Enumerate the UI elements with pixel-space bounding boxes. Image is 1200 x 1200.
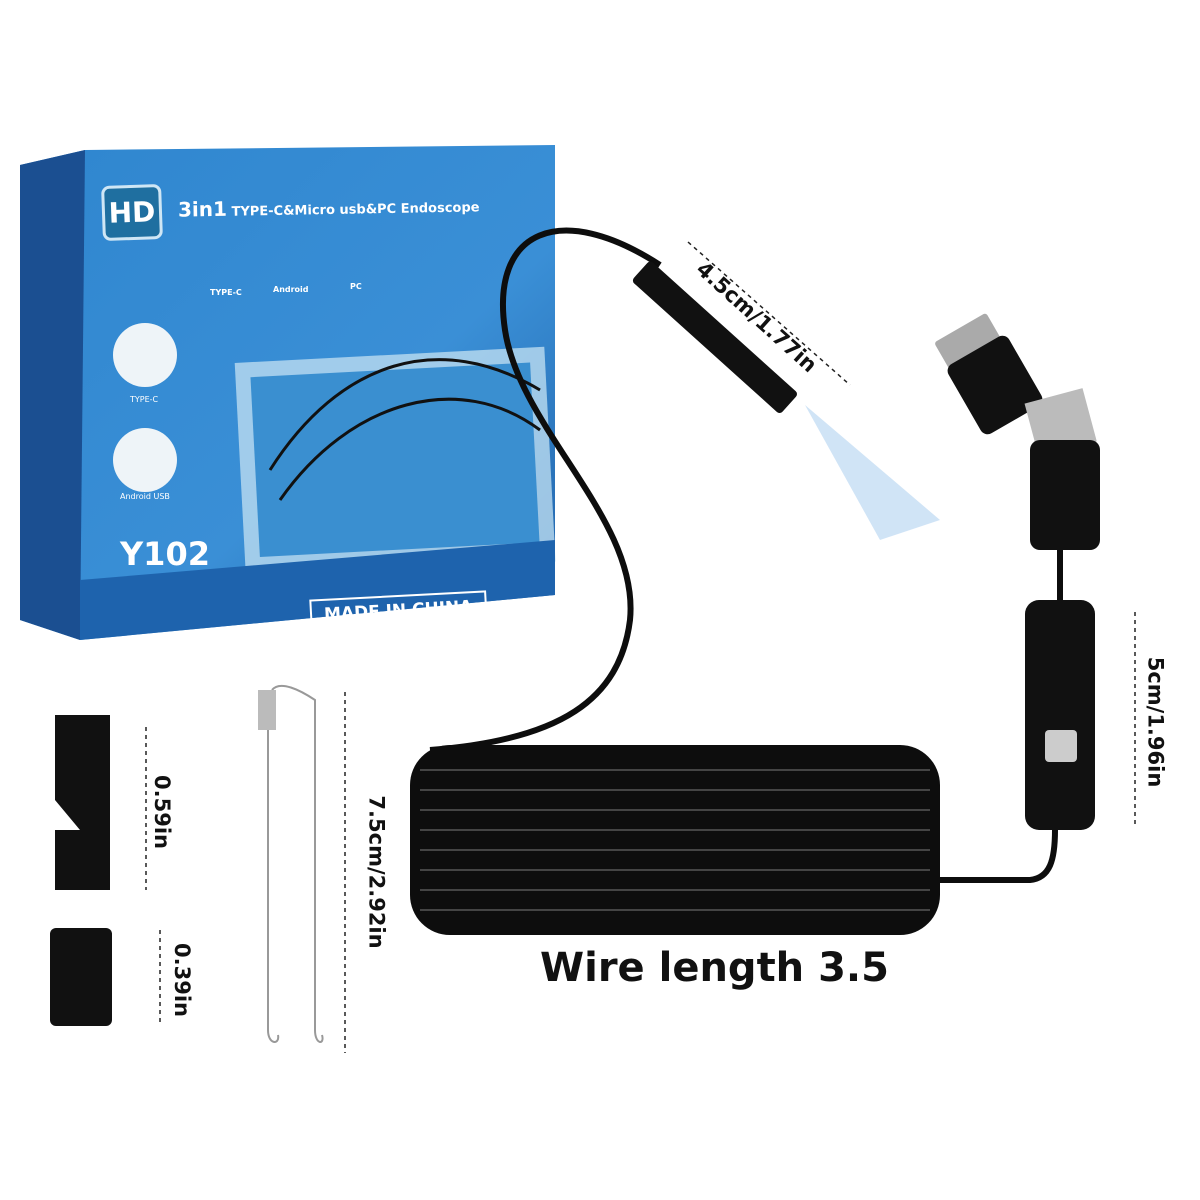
box-artwork bbox=[20, 145, 556, 640]
connector-label: PC bbox=[350, 282, 362, 291]
rohs-mark: RoHS bbox=[185, 640, 207, 648]
connector-label: TYPE-C bbox=[210, 288, 242, 297]
model-number: Y102 bbox=[120, 535, 210, 573]
ring-adapter bbox=[50, 928, 112, 1026]
usb-connector bbox=[935, 313, 1100, 550]
fc-mark: FC bbox=[150, 633, 166, 646]
hook-tool bbox=[258, 684, 324, 1043]
ring-adapter-dimension: 0.39in bbox=[169, 943, 194, 1017]
wire-length-label: Wire length 3.5 bbox=[540, 945, 889, 991]
camera-head bbox=[632, 261, 940, 540]
circle-label: Android USB bbox=[120, 492, 170, 501]
ce-mark: CE bbox=[122, 635, 138, 648]
product-box: HD 3in1 TYPE-C&Micro usb&PC Endoscope TY… bbox=[20, 140, 560, 660]
connector-label: Android bbox=[273, 285, 309, 294]
circle-label: TYPE-C bbox=[130, 395, 159, 404]
switch-housing bbox=[1025, 600, 1095, 830]
cable-coil bbox=[410, 745, 940, 935]
dimension-lines bbox=[145, 241, 1136, 1053]
hook-adapter-dimension: 0.59in bbox=[149, 775, 174, 849]
switch-dimension: 5cm/1.96in bbox=[1143, 656, 1168, 788]
hook-dimension: 7.5cm/2.92in bbox=[364, 795, 389, 949]
hook-adapter bbox=[55, 715, 110, 890]
